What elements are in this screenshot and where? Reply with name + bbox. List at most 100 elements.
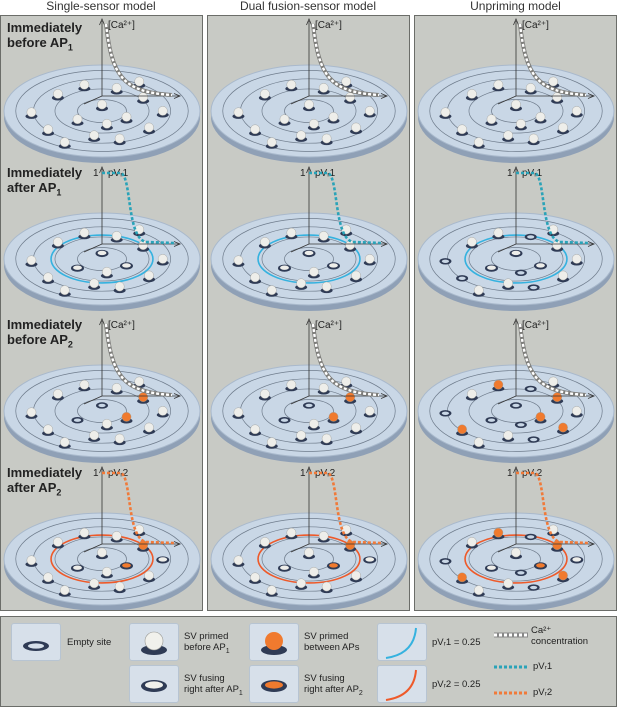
sv-primed xyxy=(286,79,297,90)
sv-primed xyxy=(548,376,559,387)
ca-trace xyxy=(311,323,380,397)
fusing-vesicle xyxy=(73,265,82,270)
sv-primed xyxy=(157,406,168,416)
fusing-vesicle xyxy=(536,563,545,568)
sv-primed xyxy=(440,107,451,118)
row-label-sub: 2 xyxy=(67,339,73,350)
row-label-line1: Immediately xyxy=(7,20,83,35)
sv-primed xyxy=(79,527,90,538)
sv-primed xyxy=(341,376,352,387)
fusing-vesicle xyxy=(365,557,375,562)
fusing-vesicle xyxy=(487,265,496,270)
sv-primed xyxy=(250,424,260,435)
tick-label: 1 xyxy=(93,168,99,179)
ca-trace-icon xyxy=(494,632,528,638)
legend-pvr2-curve-icon xyxy=(377,665,427,703)
sv-primed xyxy=(79,79,90,90)
fusing-vesicle xyxy=(536,263,545,268)
z-axis xyxy=(497,95,517,105)
sv-primed xyxy=(26,407,37,418)
sv-primed xyxy=(144,122,154,133)
empty-site-hole xyxy=(487,418,496,422)
fusing-vesicle xyxy=(511,250,521,256)
sv-primed-orange xyxy=(493,527,504,538)
empty-site-hole xyxy=(527,235,535,239)
empty-site-hole xyxy=(441,411,450,415)
fusing-vesicle xyxy=(122,263,131,268)
empty-site-hole xyxy=(517,271,525,275)
sv-primed xyxy=(250,572,260,583)
x-axis-arrow xyxy=(587,541,596,547)
sv-primed xyxy=(79,227,90,238)
row-label-after-ap2: Immediately after AP2 xyxy=(7,465,82,501)
sv-primed xyxy=(102,119,112,129)
fusing-vesicle xyxy=(73,565,82,570)
tick-label: 1 xyxy=(93,468,99,479)
sv-primed xyxy=(309,418,319,429)
sv-primed xyxy=(233,407,244,418)
sv-primed xyxy=(558,270,568,281)
empty-site-hole xyxy=(458,276,466,281)
y-axis-arrow xyxy=(513,317,519,326)
sv-primed xyxy=(114,281,125,292)
sv-primed xyxy=(351,570,361,581)
sv-primed xyxy=(59,285,70,296)
sv-primed xyxy=(89,130,99,141)
sv-primed xyxy=(102,418,112,429)
fusing-vesicle xyxy=(329,263,338,268)
ring xyxy=(491,547,541,571)
axis-label: [Ca²⁺] xyxy=(108,320,135,331)
sv-primed xyxy=(364,106,375,116)
sv-primed xyxy=(318,231,329,241)
sv-primed xyxy=(250,272,260,283)
fusing-vesicle xyxy=(487,565,496,570)
sv-primed xyxy=(318,531,329,541)
sv-primed-orange xyxy=(138,392,148,402)
axis-label: [Ca²⁺] xyxy=(315,320,342,331)
z-axis xyxy=(497,543,517,553)
row-label-line1: Immediately xyxy=(7,465,83,480)
ca-trace xyxy=(311,23,380,97)
sv-primed xyxy=(296,130,306,141)
sv-primed xyxy=(111,83,122,93)
column-title-unpriming: Unpriming model xyxy=(470,0,561,13)
sv-primed-icon xyxy=(141,631,167,655)
ring xyxy=(77,399,127,423)
z-axis xyxy=(290,395,310,405)
sv-primed xyxy=(43,572,53,583)
sv-primed xyxy=(134,376,145,387)
sv-primed xyxy=(114,581,125,592)
ring xyxy=(77,99,127,123)
legend-sv-fusing-ap2-label: SV fusing right after AP2 xyxy=(304,673,363,699)
sv-primed xyxy=(144,270,154,281)
empty-site-hole xyxy=(530,285,538,290)
sv-primed-orange xyxy=(328,412,339,422)
sv-fusing-icon xyxy=(141,680,167,692)
pvr2-dotted-icon xyxy=(494,691,528,695)
sv-primed xyxy=(43,272,53,283)
sv-primed xyxy=(321,581,332,592)
empty-site-hole xyxy=(527,535,535,539)
synapse-row: [Ca²⁺] xyxy=(3,317,201,463)
ring xyxy=(491,99,541,123)
sv-primed xyxy=(53,389,63,399)
sv-primed xyxy=(321,133,332,144)
sv-primed xyxy=(72,114,83,124)
y-axis-arrow xyxy=(306,465,312,474)
tick-label: 1 xyxy=(507,468,513,479)
sv-primed xyxy=(525,83,536,93)
sv-primed xyxy=(571,106,582,116)
sv-primed xyxy=(233,555,244,566)
sv-primed xyxy=(503,130,513,141)
legend-sub: 2 xyxy=(358,689,363,697)
x-axis-arrow xyxy=(173,93,182,99)
y-axis-arrow xyxy=(99,165,105,174)
ring xyxy=(491,247,541,271)
sv-primed xyxy=(102,266,112,277)
pvr2-curve-icon xyxy=(385,669,417,701)
y-axis-arrow xyxy=(513,465,519,474)
sv-primed-orange xyxy=(457,424,467,435)
empty-site-hole xyxy=(441,259,450,263)
